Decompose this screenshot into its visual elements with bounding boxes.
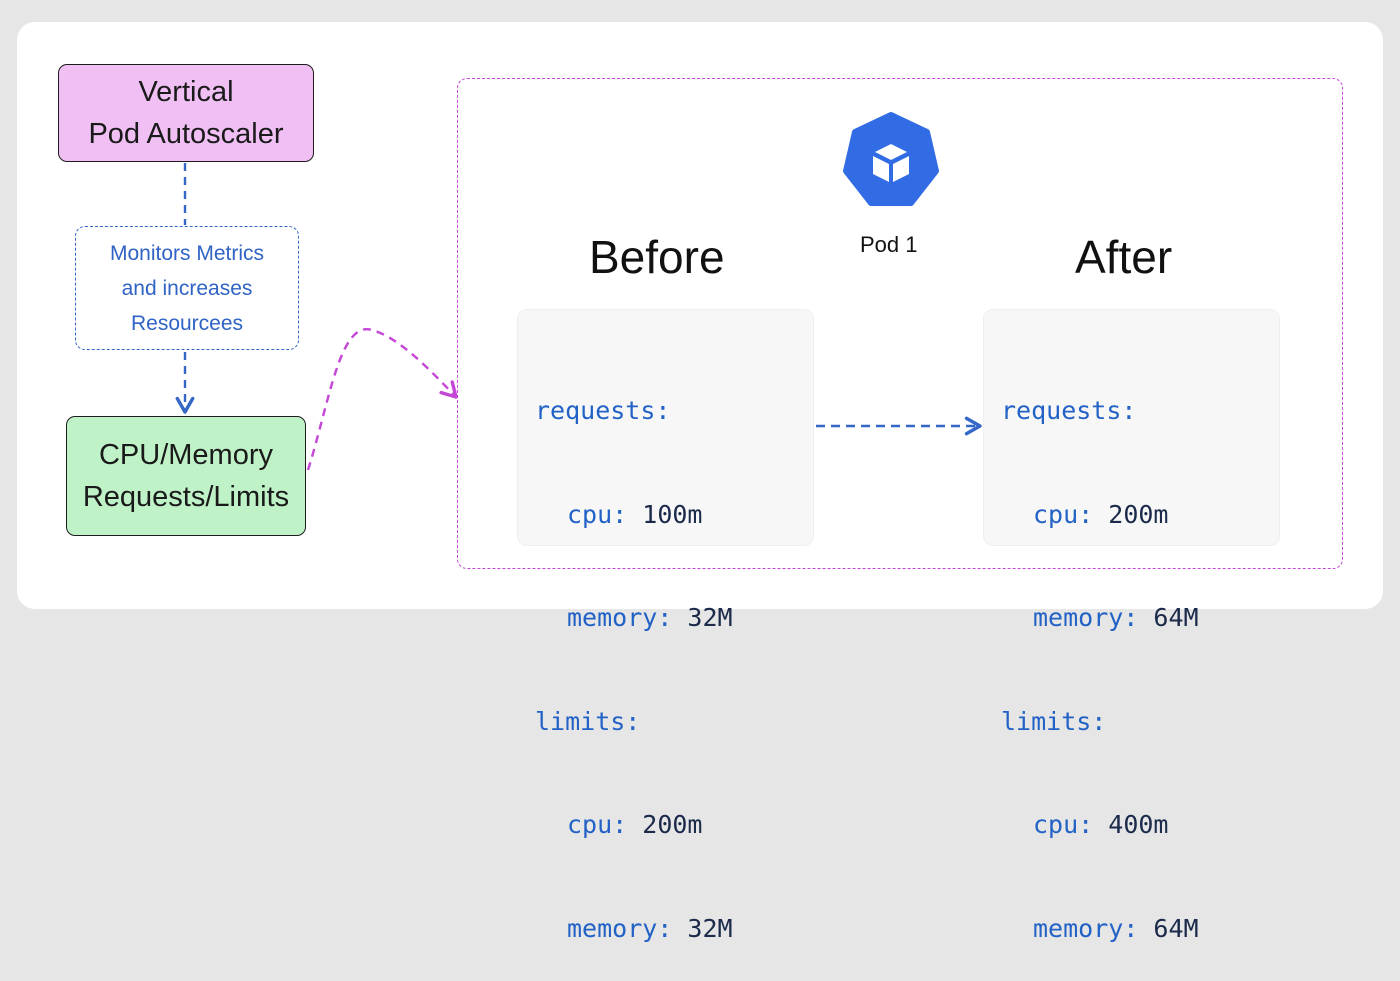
- pod-frame: [457, 78, 1343, 569]
- code-line: limits:: [1001, 706, 1107, 736]
- code-line: cpu: 200m: [1033, 499, 1169, 529]
- code-line: memory: 32M: [567, 913, 733, 943]
- before-code-block: requests: cpu: 100m memory: 32M limits: …: [517, 309, 814, 943]
- before-heading: Before: [589, 231, 725, 283]
- code-line: cpu: 100m: [567, 499, 703, 529]
- vpa-label-line1: Vertical: [138, 76, 234, 108]
- code-line: memory: 64M: [1033, 913, 1199, 943]
- vertical-pod-autoscaler-node: Vertical Pod Autoscaler: [58, 64, 314, 162]
- after-heading: After: [1075, 231, 1173, 283]
- monitor-label-line2: and increases: [121, 276, 253, 300]
- code-line: memory: 64M: [1033, 603, 1199, 632]
- vpa-label-line2: Pod Autoscaler: [88, 118, 284, 150]
- cpu-memory-requests-limits-node: CPU/Memory Requests/Limits: [66, 416, 306, 536]
- connectors: [175, 163, 982, 471]
- cpu-to-pod-curved-arrow: [306, 328, 458, 471]
- code-line: cpu: 200m: [567, 810, 703, 839]
- after-code-block: requests: cpu: 200m memory: 64M limits: …: [983, 309, 1280, 943]
- cpu-label-line2: Requests/Limits: [82, 481, 290, 513]
- code-line: cpu: 400m: [1033, 810, 1169, 839]
- monitor-label-line3: Resourcees: [130, 311, 244, 335]
- monitor-metrics-node: Monitors Metrics and increases Resourcee…: [75, 226, 299, 350]
- code-line: limits:: [535, 706, 641, 736]
- cpu-label-line1: CPU/Memory: [98, 439, 273, 471]
- code-line: requests:: [535, 396, 671, 425]
- kubernetes-pod-icon: [843, 112, 939, 206]
- monitor-label-line1: Monitors Metrics: [109, 241, 265, 265]
- pod-label: Pod 1: [860, 232, 918, 257]
- code-line: memory: 32M: [567, 603, 733, 632]
- code-line: requests:: [1001, 396, 1137, 425]
